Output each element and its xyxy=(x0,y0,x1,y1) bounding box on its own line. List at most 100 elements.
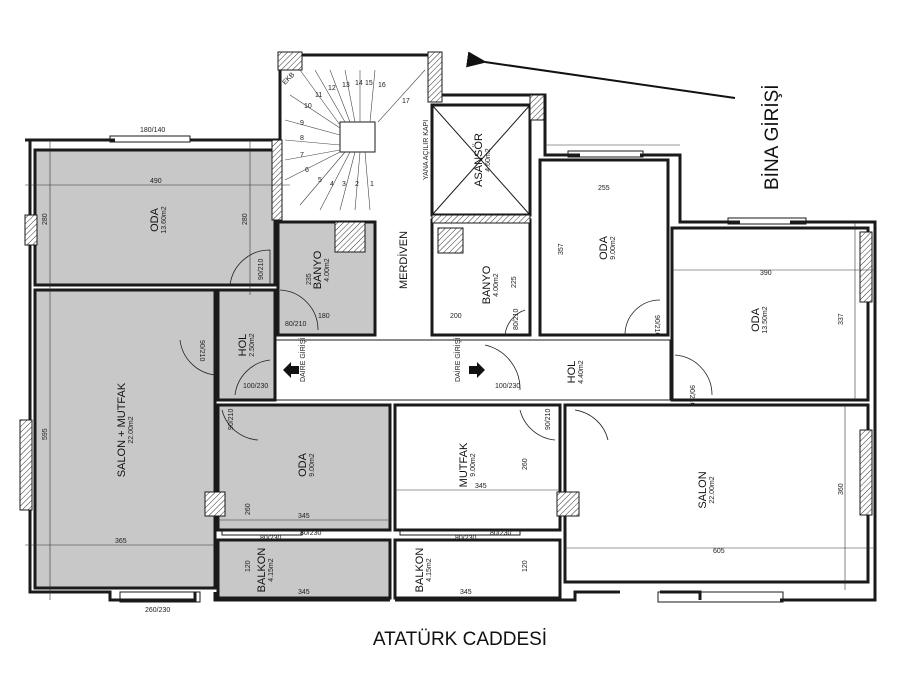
room-area: 9.00m2 xyxy=(610,236,617,259)
svg-text:280: 280 xyxy=(242,213,249,225)
room-name: MUTFAK xyxy=(458,442,470,487)
svg-text:200: 200 xyxy=(450,313,462,320)
entrance-arrow-icon xyxy=(466,51,736,99)
room-area: 9.00m2 xyxy=(309,453,316,476)
dimension-labels: 490 280 280 595 365 345 260 120 345 345 … xyxy=(42,127,845,614)
entry-arrow-icon xyxy=(469,362,485,378)
stair-step-numbers: 1 2 3 4 5 6 7 8 9 10 11 12 13 14 15 16 1… xyxy=(300,80,410,188)
room-name: HOL xyxy=(566,361,578,384)
svg-text:15: 15 xyxy=(365,80,373,87)
svg-text:90/210: 90/210 xyxy=(545,408,552,430)
svg-text:225: 225 xyxy=(511,276,518,288)
entrance-label: BİNA GİRİŞİ xyxy=(762,84,783,190)
room-name: SALON xyxy=(697,471,709,508)
svg-text:16: 16 xyxy=(378,82,386,89)
svg-text:80/210: 80/210 xyxy=(285,321,307,328)
room-name: ODA xyxy=(149,207,161,232)
svg-text:12: 12 xyxy=(328,85,336,92)
svg-text:8: 8 xyxy=(300,135,304,142)
svg-text:235: 235 xyxy=(306,273,313,285)
svg-text:390: 390 xyxy=(760,270,772,277)
room-name: SALON + MUTFAK xyxy=(116,382,128,477)
svg-text:80/230: 80/230 xyxy=(300,530,322,537)
windows xyxy=(109,135,807,603)
svg-text:180: 180 xyxy=(318,313,330,320)
room-area: 22.00m2 xyxy=(128,416,135,443)
svg-text:5: 5 xyxy=(318,177,322,184)
svg-text:80/230: 80/230 xyxy=(490,530,512,537)
svg-text:10: 10 xyxy=(304,103,312,110)
svg-text:3: 3 xyxy=(342,181,346,188)
svg-text:2: 2 xyxy=(355,181,359,188)
room-area: 4.00m2 xyxy=(324,258,331,281)
ekb-label: EKB xyxy=(281,71,296,86)
svg-text:345: 345 xyxy=(298,513,310,520)
street-label: ATATÜRK CADDESİ xyxy=(373,629,547,650)
svg-text:80/230: 80/230 xyxy=(260,535,282,542)
room-name: ODA xyxy=(297,452,309,477)
entry-arrow-icon xyxy=(283,362,299,378)
svg-text:90/210: 90/210 xyxy=(198,340,205,362)
room-name: ODA xyxy=(750,307,762,332)
room-area: 2.50m2 xyxy=(249,333,256,356)
room-labels: ODA 13.60m2 SALON + MUTFAK 22.00m2 HOL 2… xyxy=(116,104,769,593)
svg-text:11: 11 xyxy=(315,92,322,99)
room-name: BALKON xyxy=(414,548,426,593)
room-area: 13.50m2 xyxy=(762,306,769,333)
svg-text:4: 4 xyxy=(330,181,334,188)
svg-text:9: 9 xyxy=(300,120,304,127)
svg-text:337: 337 xyxy=(838,313,845,325)
room-name: MERDİVEN xyxy=(397,231,410,289)
svg-text:90/210: 90/210 xyxy=(653,315,660,337)
room-name: ODA xyxy=(598,235,610,260)
yana-acilir-kapi-label: YANA AÇILIR KAPI xyxy=(423,120,430,180)
svg-text:13: 13 xyxy=(342,82,350,89)
room-name: ASANSÖR xyxy=(473,133,485,187)
svg-text:80/210: 80/210 xyxy=(513,308,520,330)
svg-text:365: 365 xyxy=(115,538,127,545)
svg-text:490: 490 xyxy=(150,178,162,185)
svg-text:80/230: 80/230 xyxy=(455,535,477,542)
room-name: BALKON xyxy=(256,548,268,593)
svg-text:120: 120 xyxy=(522,560,529,572)
svg-text:260/230: 260/230 xyxy=(145,607,170,614)
svg-text:90/210: 90/210 xyxy=(258,258,265,280)
svg-text:605: 605 xyxy=(713,548,725,555)
svg-text:345: 345 xyxy=(475,483,487,490)
room-area: 4.15m2 xyxy=(426,558,433,581)
room-name: BANYO xyxy=(312,250,324,289)
svg-text:7: 7 xyxy=(300,152,304,159)
svg-text:255: 255 xyxy=(598,185,610,192)
svg-text:1: 1 xyxy=(370,181,374,188)
svg-text:360: 360 xyxy=(838,483,845,495)
svg-text:100/230: 100/230 xyxy=(243,383,268,390)
room-name: BANYO xyxy=(481,265,493,304)
svg-text:90/210: 90/210 xyxy=(228,408,235,430)
svg-text:90/210: 90/210 xyxy=(688,385,695,407)
svg-text:180/140: 180/140 xyxy=(140,127,165,134)
room-area: 22.00m2 xyxy=(709,476,716,503)
svg-text:595: 595 xyxy=(42,428,49,440)
door-labels: 90/210 80/210 90/210 100/230 80/210 90/2… xyxy=(198,258,695,542)
svg-text:357: 357 xyxy=(558,243,565,255)
daire-girisi-label: DAİRE GİRİŞİ xyxy=(298,338,307,382)
svg-text:345: 345 xyxy=(298,589,310,596)
room-area: 4.60m2 xyxy=(485,148,492,171)
room-area: 13.60m2 xyxy=(161,206,168,233)
columns xyxy=(19,51,873,517)
room-name: HOL xyxy=(237,334,249,357)
svg-text:14: 14 xyxy=(355,80,363,87)
svg-text:6: 6 xyxy=(305,167,309,174)
svg-text:260: 260 xyxy=(245,503,252,515)
daire-girisi-label: DAİRE GİRİŞİ xyxy=(453,338,462,382)
door-swings xyxy=(179,249,713,441)
room-area: 4.40m2 xyxy=(578,360,585,383)
room-area: 4.15m2 xyxy=(268,558,275,581)
dimension-lines xyxy=(25,140,875,600)
svg-text:280: 280 xyxy=(42,213,49,225)
room-area: 9.00m2 xyxy=(470,453,477,476)
staircase xyxy=(284,69,426,211)
svg-text:260: 260 xyxy=(522,458,529,470)
svg-text:120: 120 xyxy=(245,560,252,572)
